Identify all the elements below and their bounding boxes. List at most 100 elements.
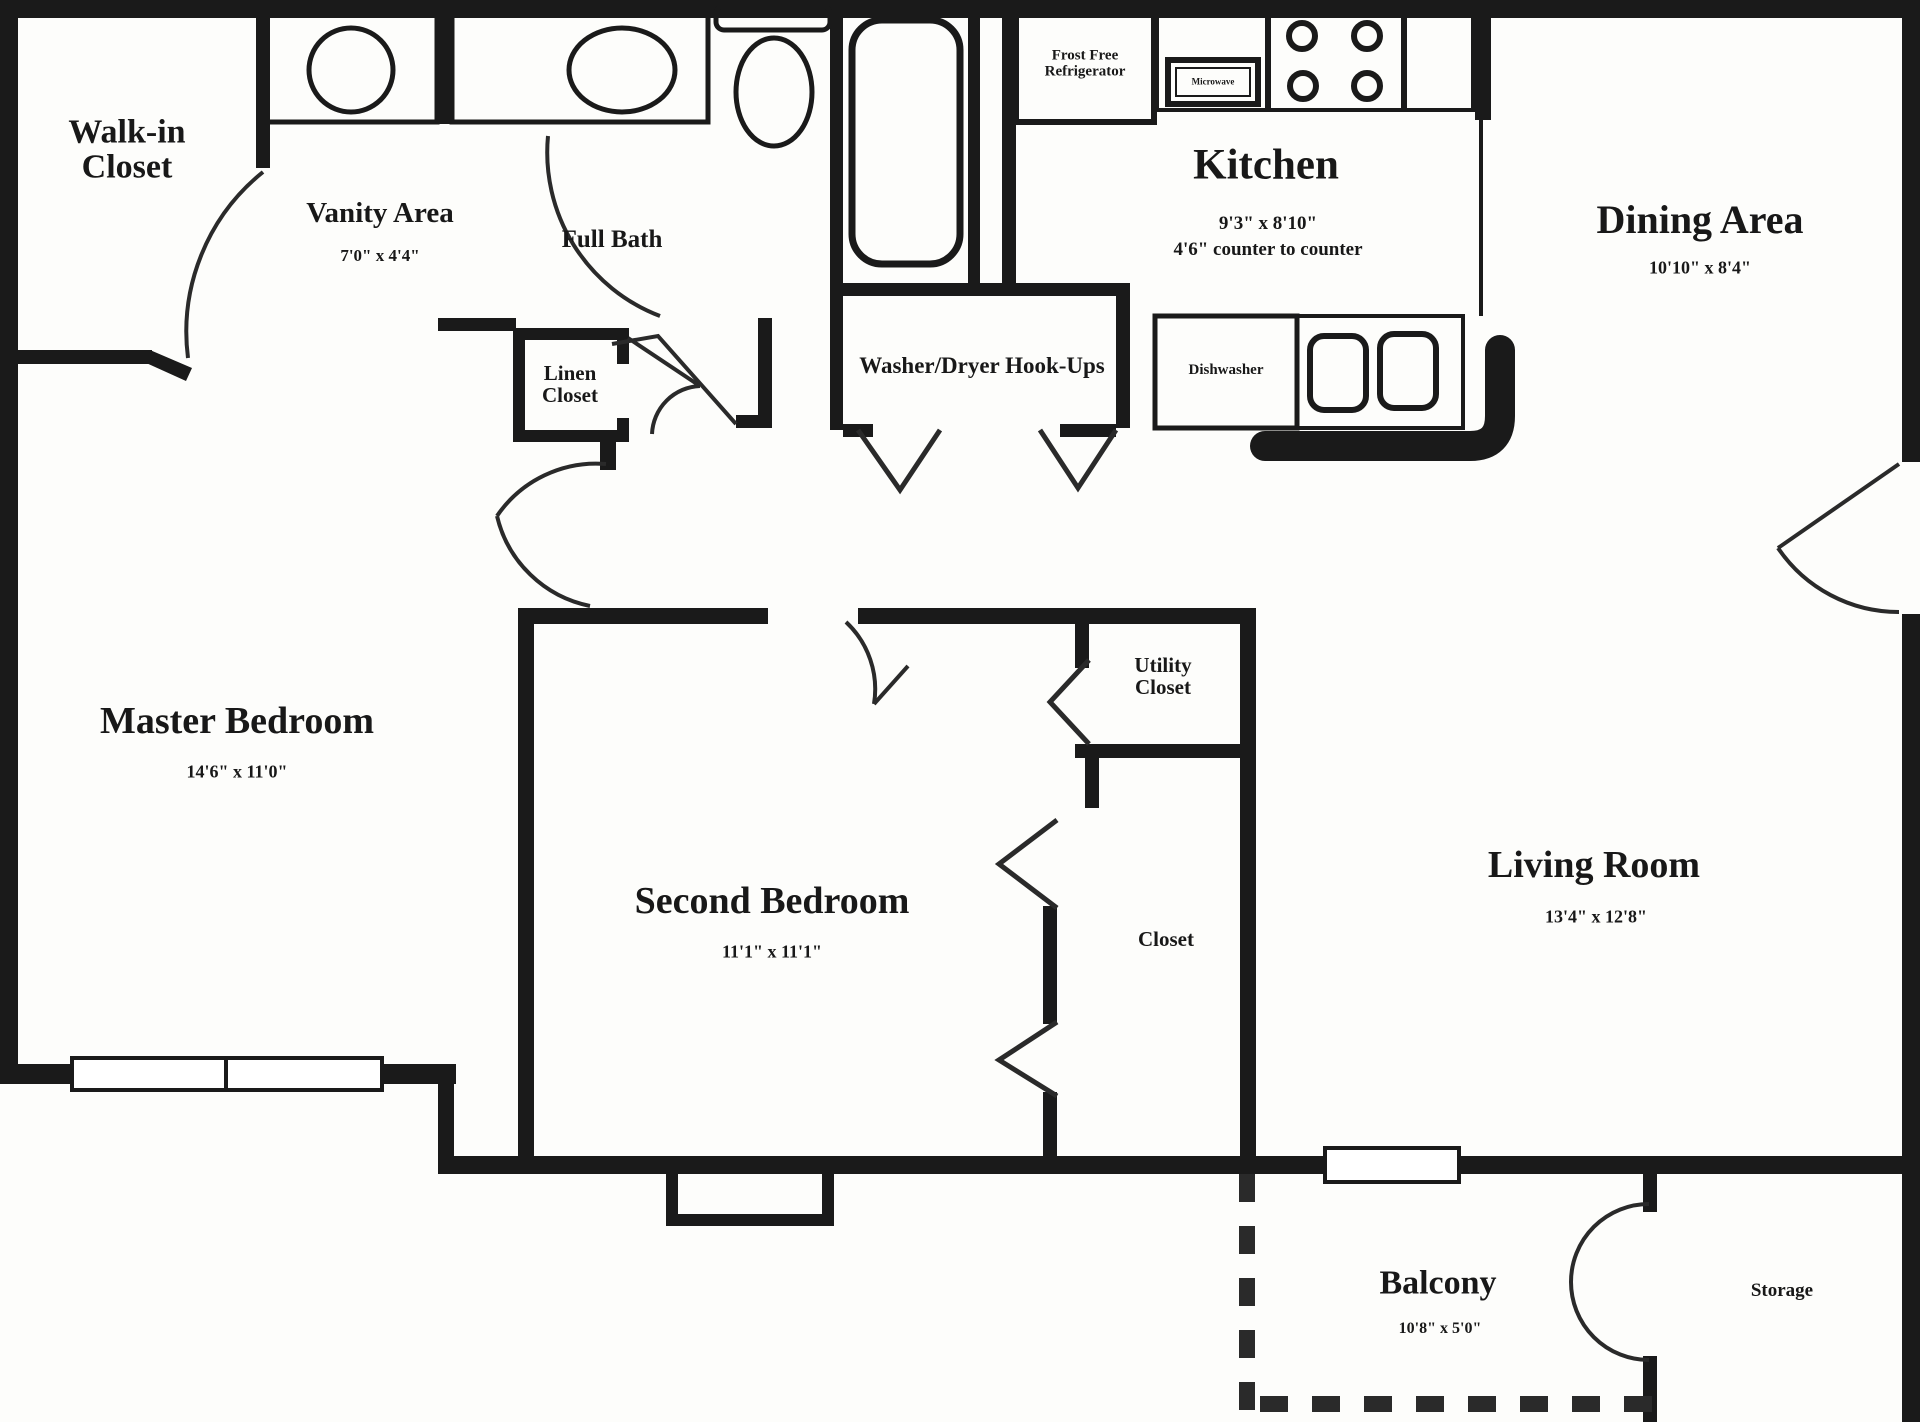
wall-bath-right-lower — [758, 318, 772, 428]
linen-closet-label: Linen Closet — [542, 361, 598, 407]
microwave-box-inner — [1175, 67, 1251, 97]
bath-sink-icon — [566, 25, 678, 115]
kitchen-counter-note: 4'6" counter to counter — [1173, 239, 1363, 260]
bifold-door-washer-left — [855, 428, 943, 495]
stove-burner-icon — [1351, 20, 1383, 52]
dining-area-label: Dining Area — [1596, 197, 1804, 243]
bifold-door-closet-upper — [994, 818, 1059, 910]
utility-closet-label: Utility Closet — [1134, 653, 1192, 699]
wall-outer-left — [0, 0, 18, 1084]
bay-window-bottom — [666, 1214, 834, 1226]
wall-bath-tub-divider — [830, 0, 843, 430]
wall-living-left — [1240, 608, 1256, 1174]
linen-closet-bottom — [513, 430, 629, 442]
wall-living-bottom — [1022, 1156, 1902, 1174]
full-bath-label: Full Bath — [561, 226, 663, 253]
microwave-box — [1165, 57, 1261, 107]
wall-outer-right-lower — [1902, 614, 1920, 1422]
wall-kitchen-divider — [1475, 0, 1491, 120]
window-master-right — [224, 1056, 384, 1092]
linen-closet-top — [513, 328, 629, 340]
stove-burner-icon — [1287, 70, 1319, 102]
stove-box — [1265, 2, 1407, 112]
wall-closet-mid — [1043, 906, 1057, 1024]
master-bedroom-label: Master Bedroom — [99, 700, 375, 743]
wall-kitchen-left — [1002, 0, 1016, 286]
door-leaf-hall-bath — [611, 333, 738, 426]
kitchen-dimensions: 9'3" x 8'10" — [1218, 213, 1318, 234]
wall-vanity-divider — [438, 0, 452, 124]
door-arc-storage — [1569, 1202, 1650, 1362]
door-arc-walkin-closet — [184, 170, 265, 359]
door-leaf-second-bedroom — [872, 664, 910, 706]
door-arc-full-bath — [545, 135, 661, 318]
living-room-dimensions: 13'4" x 12'8" — [1545, 906, 1647, 927]
wall-closet-divider — [1075, 744, 1255, 758]
wall-second-bedroom-bottom — [438, 1156, 1028, 1174]
window-living-room — [1323, 1146, 1461, 1184]
bifold-door-closet-lower — [994, 1019, 1059, 1099]
door-arc-master-bedroom-b — [495, 515, 591, 608]
kitchen-peninsula-counter — [1250, 335, 1515, 461]
balcony-dimensions: 10'8" x 5'0" — [1398, 1320, 1482, 1337]
wall-washer-top — [830, 283, 1130, 296]
toilet-bowl-icon — [733, 35, 815, 149]
wall-washer-stub-right — [1060, 424, 1116, 437]
wall-closet-lower — [1043, 1092, 1057, 1156]
door-arc-master-bedroom-a — [495, 461, 607, 518]
fixtures — [260, 2, 1515, 461]
kitchen-counter-segment — [1401, 2, 1475, 112]
wall-utility-stub — [1075, 624, 1089, 668]
walk-in-closet-label: Walk-in Closet — [68, 113, 186, 186]
wall-bath-stub — [736, 415, 772, 428]
linen-closet-left — [513, 328, 525, 442]
wall-bath-bottom — [438, 318, 516, 331]
toilet-tank-icon — [713, 3, 833, 33]
refrigerator-box — [1013, 5, 1157, 125]
stove-burner-icon — [1286, 20, 1318, 52]
wall-washer-right — [1116, 283, 1130, 428]
wall-second-bedroom-top-a — [518, 608, 768, 624]
wall-tub-right — [968, 0, 980, 286]
second-bedroom-dimensions: 11'1" x 11'1" — [721, 941, 823, 962]
bifold-door-washer-right — [1037, 428, 1119, 493]
kitchen-sink-counter — [1295, 314, 1465, 430]
closet-label: Closet — [1138, 927, 1194, 952]
door-arc-linen-closet — [650, 384, 701, 435]
doors — [184, 135, 1901, 1422]
linen-closet-right-upper — [617, 328, 629, 364]
wall-closet-stub — [1085, 758, 1099, 808]
windows — [70, 1056, 1461, 1184]
living-room-label: Living Room — [1487, 844, 1701, 887]
master-bedroom-dimensions: 14'6" x 11'0" — [186, 761, 288, 782]
bay-window-left — [666, 1174, 678, 1226]
vanity-counter — [260, 9, 440, 125]
wall-storage-left-upper — [1643, 1156, 1657, 1212]
vanity-area-label: Vanity Area — [306, 196, 454, 229]
wall-second-bedroom-left — [518, 608, 534, 1164]
vanity-sink-icon — [306, 25, 396, 115]
wall-outer-top — [0, 0, 1920, 18]
stove-burner-icon — [1351, 70, 1383, 102]
wall-step — [438, 1064, 454, 1174]
kitchen-sink-icon — [1307, 333, 1369, 413]
window-master-left — [70, 1056, 230, 1092]
wall-walkin-jog — [144, 350, 192, 381]
dishwasher-label: Dishwasher — [1188, 362, 1264, 379]
kitchen-label: Kitchen — [1193, 141, 1339, 189]
wall-second-bedroom-top-b — [858, 608, 1254, 624]
wall-outer-right-upper — [1902, 0, 1920, 462]
dining-area-dimensions: 10'10" x 8'4" — [1649, 257, 1751, 278]
bath-counter — [449, 9, 711, 125]
storage-label: Storage — [1750, 1280, 1814, 1302]
door-leaf-entry — [1776, 462, 1901, 550]
wall-walkin-bottom — [0, 350, 152, 364]
bay-window-right — [822, 1174, 834, 1226]
bifold-door-utility-closet — [1046, 658, 1091, 746]
linen-closet-right-lower — [617, 418, 629, 442]
kitchen-sink-icon — [1377, 331, 1439, 411]
balcony-label: Balcony — [1379, 1264, 1497, 1302]
wall-storage-left-lower — [1643, 1356, 1657, 1422]
refrigerator-label: Frost Free Refrigerator — [1044, 47, 1126, 79]
